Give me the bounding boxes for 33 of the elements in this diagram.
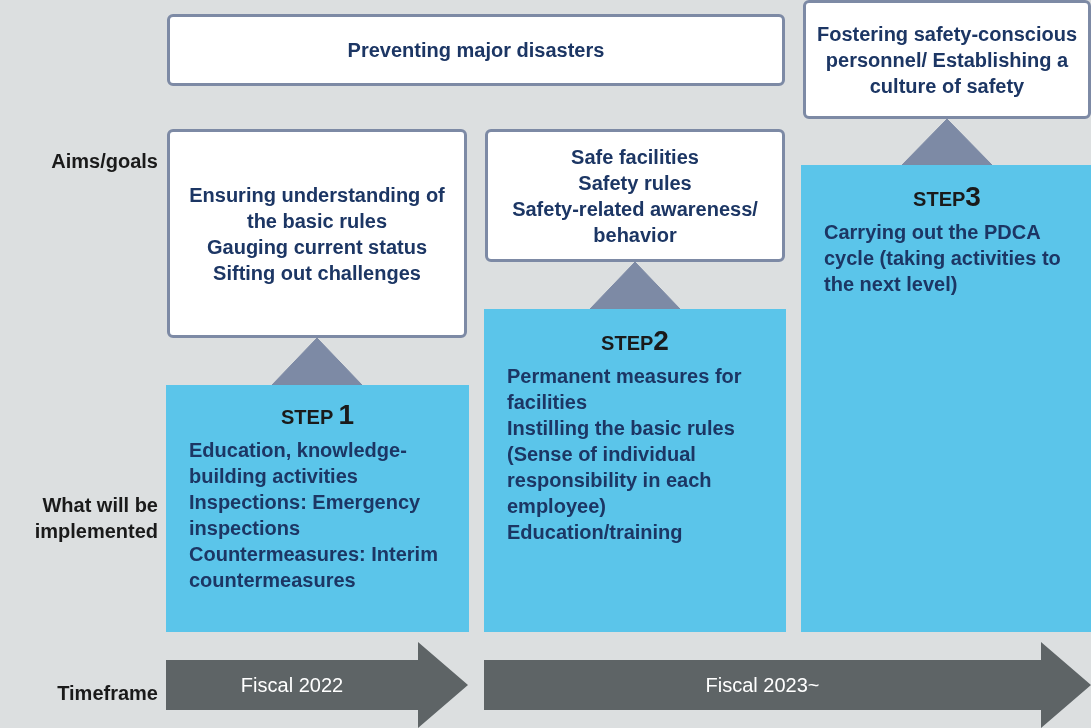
step-heading: STEP 1 bbox=[281, 399, 354, 432]
goal-text: Preventing major disasters bbox=[347, 38, 605, 63]
goal-box bbox=[485, 129, 785, 262]
goal-box bbox=[803, 0, 1091, 119]
timeframe-text: Fiscal 2023~ bbox=[705, 673, 820, 698]
measure-text: Permanent measures for facilities bbox=[507, 364, 743, 415]
goal-text: Fostering safety-conscious personnel/ Establishing a culture of safety bbox=[815, 21, 1079, 99]
goal-text: Safety-related awareness/ behavior bbox=[511, 196, 759, 248]
arrow bbox=[271, 337, 363, 386]
measure-text: Carrying out the PDCA cycle (taking activities to the next level) bbox=[824, 220, 1062, 297]
step-box bbox=[801, 165, 1091, 632]
arrow bbox=[901, 118, 993, 166]
row-label: What will be implemented bbox=[33, 493, 158, 544]
goal-text: Safe facilities bbox=[571, 144, 699, 170]
step-box bbox=[166, 385, 469, 632]
row-label: Aims/goals bbox=[50, 149, 158, 174]
step-box bbox=[484, 309, 786, 632]
arrow bbox=[589, 261, 681, 310]
goal-box bbox=[167, 129, 467, 338]
measure-text: Instilling the basic rules (Sense of individual responsibility in each employee) bbox=[507, 416, 736, 519]
measure-text: Countermeasures: Interim countermeasures bbox=[189, 542, 439, 593]
timeframe-text: Fiscal 2022 bbox=[240, 673, 344, 698]
goal-text: Gauging current status bbox=[207, 234, 427, 260]
step-heading: STEP3 bbox=[913, 181, 981, 214]
goal-text: Ensuring understanding of the basic rules bbox=[188, 182, 446, 234]
measure-text: Education/training bbox=[507, 520, 684, 545]
step-heading: STEP2 bbox=[601, 325, 669, 358]
goal-text: Sifting out challenges bbox=[213, 260, 421, 286]
measure-text: Education, knowledge-building activities bbox=[189, 438, 408, 489]
measure-text: Inspections: Emergency inspections bbox=[189, 490, 422, 541]
goal-box bbox=[167, 14, 785, 86]
goal-text: Safety rules bbox=[578, 170, 692, 196]
row-label: Timeframe bbox=[56, 681, 158, 706]
